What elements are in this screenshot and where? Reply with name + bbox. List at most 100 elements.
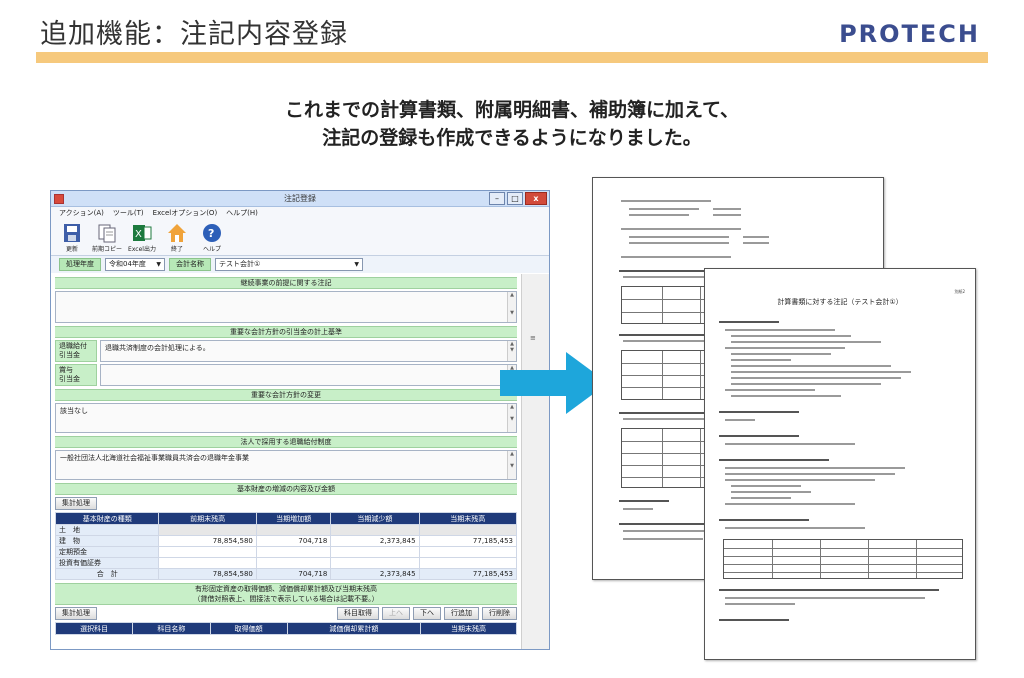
retirement-system-input[interactable]: 一般社団法人北海道社会福祉事業職員共済会の退職年金事業 ▲▼: [55, 450, 517, 480]
menu-bar: アクション(A) ツール(T) Excelオプション(O) ヘルプ(H): [51, 207, 549, 220]
asset-name: 投資有価証券: [54, 557, 160, 569]
asset-prev[interactable]: [158, 524, 257, 536]
section-policy-change: 重要な会計方針の変更: [55, 389, 517, 401]
document-page-front: 別紙2 計算書類に対する注記（テスト会計①）: [704, 268, 976, 660]
menu-help[interactable]: ヘルプ(H): [226, 209, 258, 217]
retirement-allowance-text: 退職共済制度の会計処理による。: [105, 344, 210, 352]
window-scrollbar[interactable]: ≡: [521, 274, 549, 649]
textarea-scrollbar[interactable]: ▲▼: [507, 404, 516, 432]
total-label: 合 計: [54, 568, 160, 580]
exit-button[interactable]: 終了: [162, 222, 192, 253]
textarea-scrollbar[interactable]: ▲▼: [507, 292, 516, 322]
excel-export-button[interactable]: X Excel出力: [127, 222, 157, 253]
account-name-select[interactable]: テスト会計①▼: [215, 258, 363, 271]
asset-name: 土 地: [54, 524, 160, 536]
update-label: 更新: [65, 246, 78, 253]
help-button[interactable]: ? ヘルプ: [197, 222, 227, 253]
slide-title: 追加機能：注記内容登録: [40, 19, 348, 50]
menu-action[interactable]: アクション(A): [59, 209, 104, 217]
retirement-allowance-input[interactable]: 退職共済制度の会計処理による。 ▲▼: [100, 340, 517, 362]
table-row[interactable]: 定期預金: [54, 546, 518, 558]
asset-name: 建 物: [54, 535, 160, 547]
fixed-aggregate-button[interactable]: 集計処理: [55, 607, 97, 620]
policy-change-text: 該当なし: [60, 407, 88, 415]
table-total-row: 合 計 78,854,580 704,718 2,373,845 77,185,…: [54, 568, 518, 580]
asset-end[interactable]: [418, 546, 518, 558]
move-down-button[interactable]: 下へ: [413, 607, 441, 620]
total-prev: 78,854,580: [158, 568, 257, 580]
textarea-scrollbar[interactable]: ▲▼: [507, 451, 516, 479]
menu-excel-option[interactable]: Excelオプション(O): [152, 209, 218, 217]
svg-text:?: ?: [208, 227, 214, 240]
update-button[interactable]: 更新: [57, 222, 87, 253]
help-icon: ?: [203, 224, 221, 242]
table-row[interactable]: 建 物 78,854,580 704,718 2,373,845 77,185,…: [54, 535, 518, 547]
basic-assets-table: 基本財産の種類 前期末残高 当期増加額 当期減少額 当期末残高 土 地 建 物 …: [54, 512, 518, 580]
close-button[interactable]: x: [525, 192, 547, 205]
asset-prev[interactable]: [158, 546, 257, 558]
aggregate-button[interactable]: 集計処理: [55, 497, 97, 510]
bonus-allowance-label: 賞与引当金: [55, 364, 97, 386]
col-accumulated-depreciation: 減価償却累計額: [286, 622, 422, 635]
excel-export-label: Excel出力: [128, 246, 156, 253]
delete-row-button[interactable]: 行削除: [482, 607, 517, 620]
toolbar: 更新 前期コピー X Excel出力 終了 ? ヘルプ: [51, 220, 549, 256]
asset-inc[interactable]: [255, 557, 332, 569]
add-row-button[interactable]: 行追加: [444, 607, 479, 620]
fixed-assets-note: （貸借対照表上、間接法で表示している場合は記載不要。）: [193, 595, 379, 603]
section-going-concern: 継続事業の前提に関する注記: [55, 277, 517, 289]
section-fixed-assets: 有形固定資産の取得価額、減価償却累計額及び当期末残高 （貸借対照表上、間接法で表…: [55, 583, 517, 605]
table-row[interactable]: 投資有価証券: [54, 557, 518, 569]
asset-inc[interactable]: [255, 524, 332, 536]
asset-prev[interactable]: 78,854,580: [158, 535, 257, 547]
asset-prev[interactable]: [158, 557, 257, 569]
bonus-allowance-input[interactable]: ▲▼: [100, 364, 517, 386]
minimize-button[interactable]: –: [489, 192, 505, 205]
prev-copy-label: 前期コピー: [92, 246, 123, 253]
move-up-button[interactable]: 上へ: [382, 607, 410, 620]
section-basic-assets: 基本財産の増減の内容及び金額: [55, 483, 517, 495]
window-titlebar: 注記登録 – □ x: [51, 191, 549, 207]
retirement-system-text: 一般社団法人北海道社会福祉事業職員共済会の退職年金事業: [60, 454, 249, 462]
fiscal-year-select[interactable]: 令和04年度▼: [105, 258, 165, 271]
document-title: 計算書類に対する注記（テスト会計①）: [777, 298, 903, 306]
prev-copy-button[interactable]: 前期コピー: [92, 222, 122, 253]
subtitle-line-1: これまでの計算書類、附属明細書、補助簿に加えて、: [284, 99, 740, 121]
account-name-value: テスト会計①: [219, 260, 261, 268]
textarea-scrollbar[interactable]: ▲▼: [507, 341, 516, 361]
policy-change-input[interactable]: 該当なし ▲▼: [55, 403, 517, 433]
total-dec: 2,373,845: [330, 568, 420, 580]
app-icon: [54, 194, 64, 204]
col-decrease: 当期減少額: [330, 512, 420, 525]
asset-dec[interactable]: 2,373,845: [330, 535, 420, 547]
asset-end[interactable]: [418, 524, 518, 536]
asset-inc[interactable]: [255, 546, 332, 558]
form-content: 継続事業の前提に関する注記 ▲▼ 重要な会計方針の引当金の計上基準 退職給付引当…: [51, 274, 521, 649]
total-end: 77,185,453: [418, 568, 518, 580]
window-title: 注記登録: [284, 194, 316, 203]
document-page-number: 別紙2: [954, 289, 965, 294]
col-asset-type: 基本財産の種類: [54, 512, 160, 525]
menu-tool[interactable]: ツール(T): [112, 209, 144, 217]
asset-dec[interactable]: [330, 546, 420, 558]
arrow-right-icon: [500, 352, 608, 414]
col-fixed-end-balance: 当期末残高: [420, 622, 517, 635]
maximize-button[interactable]: □: [507, 192, 523, 205]
asset-end[interactable]: 77,185,453: [418, 535, 518, 547]
table-row[interactable]: 土 地: [54, 524, 518, 536]
asset-end[interactable]: [418, 557, 518, 569]
going-concern-input[interactable]: ▲▼: [55, 291, 517, 323]
excel-icon: X: [133, 225, 152, 241]
copy-icon: [98, 224, 116, 243]
asset-dec[interactable]: [330, 557, 420, 569]
asset-dec[interactable]: [330, 524, 420, 536]
col-increase: 当期増加額: [255, 512, 332, 525]
home-icon: [168, 224, 186, 242]
get-subject-button[interactable]: 科目取得: [337, 607, 379, 620]
col-subject-name: 科目名称: [132, 622, 211, 635]
asset-inc[interactable]: 704,718: [255, 535, 332, 547]
total-inc: 704,718: [255, 568, 332, 580]
chevron-down-icon: ▼: [156, 261, 161, 268]
scroll-grip-icon: ≡: [530, 334, 536, 342]
fixed-assets-table: 選択科目 科目名称 取得価額 減価償却累計額 当期末残高: [54, 622, 517, 635]
